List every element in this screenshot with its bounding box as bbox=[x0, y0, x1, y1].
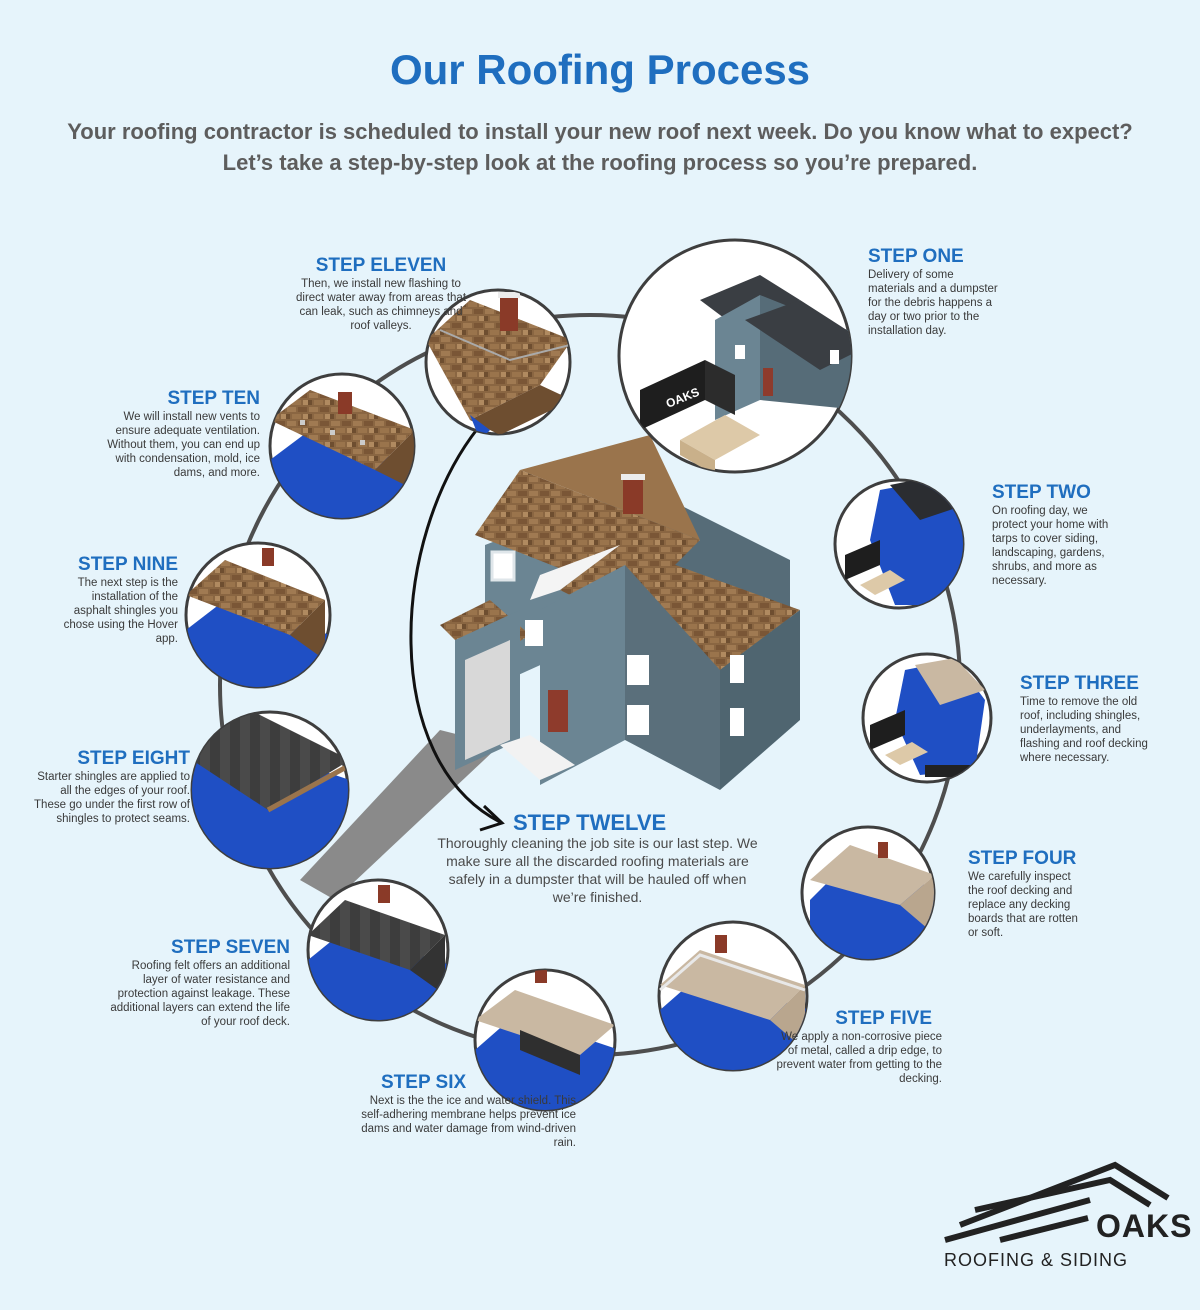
step-eight: STEP EIGHT Starter shingles are applied … bbox=[30, 748, 190, 826]
step-two: STEP TWO On roofing day, we protect your… bbox=[992, 482, 1114, 588]
step-six-circle bbox=[473, 968, 617, 1112]
step-three-circle bbox=[861, 652, 993, 784]
step-eleven-circle bbox=[424, 288, 572, 436]
step-heading: STEP EIGHT bbox=[77, 748, 190, 769]
driveway bbox=[300, 730, 500, 900]
arrow-head bbox=[479, 804, 505, 832]
step-eight-circle bbox=[190, 710, 350, 870]
flow-arrow bbox=[409, 427, 501, 824]
intro-text: Your roofing contractor is scheduled to … bbox=[67, 119, 1133, 175]
step-six: STEP SIX Next is the the ice and water s… bbox=[356, 1072, 576, 1150]
step-text: Thoroughly cleaning the job site is our … bbox=[437, 835, 758, 905]
step-twelve: STEP TWELVE Thoroughly cleaning the job … bbox=[430, 812, 765, 906]
step-heading: STEP TWELVE bbox=[513, 810, 667, 835]
step-heading: STEP ELEVEN bbox=[315, 255, 447, 276]
step-one: STEP ONE Delivery of some materials and … bbox=[868, 246, 998, 338]
logo-tagline: ROOFING & SIDING bbox=[944, 1250, 1129, 1270]
step-four: STEP FOUR We carefully inspect the roof … bbox=[968, 848, 1088, 940]
step-text: Time to remove the old roof, including s… bbox=[1020, 696, 1148, 764]
step-text: Starter shingles are applied to all the … bbox=[34, 771, 190, 825]
step-text: Delivery of some materials and a dumpste… bbox=[868, 269, 998, 337]
step-text: Next is the the ice and water shield. Th… bbox=[361, 1095, 576, 1149]
step-four-circle bbox=[800, 825, 936, 961]
step-seven-circle bbox=[306, 878, 450, 1022]
step-text: Roofing felt offers an additional layer … bbox=[110, 960, 290, 1028]
step-two-circle bbox=[833, 478, 965, 610]
step-text: We apply a non-corrosive piece of metal,… bbox=[776, 1031, 942, 1085]
step-heading: STEP SIX bbox=[381, 1072, 467, 1093]
step-eleven: STEP ELEVEN Then, we install new flashin… bbox=[296, 255, 466, 333]
step-text: Then, we install new flashing to direct … bbox=[296, 278, 467, 332]
logo-brand: OAKS bbox=[1096, 1208, 1193, 1244]
step-three: STEP THREE Time to remove the old roof, … bbox=[1020, 673, 1160, 765]
page-title: Our Roofing Process bbox=[389, 46, 811, 93]
step-seven: STEP SEVEN Roofing felt offers an additi… bbox=[110, 937, 290, 1029]
step-five: STEP FIVE We apply a non-corrosive piece… bbox=[772, 1008, 942, 1086]
step-ten-circle bbox=[268, 372, 416, 520]
step-heading: STEP THREE bbox=[1020, 673, 1139, 694]
step-heading: STEP SEVEN bbox=[171, 937, 290, 958]
step-one-circle: OAKS bbox=[617, 238, 853, 474]
step-heading: STEP ONE bbox=[868, 246, 964, 267]
step-text: We carefully inspect the roof decking an… bbox=[968, 871, 1078, 939]
house-illustration bbox=[440, 435, 800, 790]
step-heading: STEP TEN bbox=[167, 388, 260, 409]
step-nine: STEP NINE The next step is the installat… bbox=[60, 554, 178, 646]
step-heading: STEP FIVE bbox=[835, 1008, 932, 1029]
step-ten: STEP TEN We will install new vents to en… bbox=[105, 388, 260, 480]
step-nine-circle bbox=[184, 541, 332, 689]
step-heading: STEP NINE bbox=[78, 554, 178, 575]
step-text: The next step is the installation of the… bbox=[63, 577, 178, 645]
step-five-circle bbox=[657, 920, 809, 1072]
step-heading: STEP FOUR bbox=[968, 848, 1077, 869]
step-text: We will install new vents to ensure adeq… bbox=[107, 411, 260, 479]
step-text: On roofing day, we protect your home wit… bbox=[992, 505, 1109, 587]
step-heading: STEP TWO bbox=[992, 482, 1091, 503]
logo-mark bbox=[944, 1161, 1170, 1243]
